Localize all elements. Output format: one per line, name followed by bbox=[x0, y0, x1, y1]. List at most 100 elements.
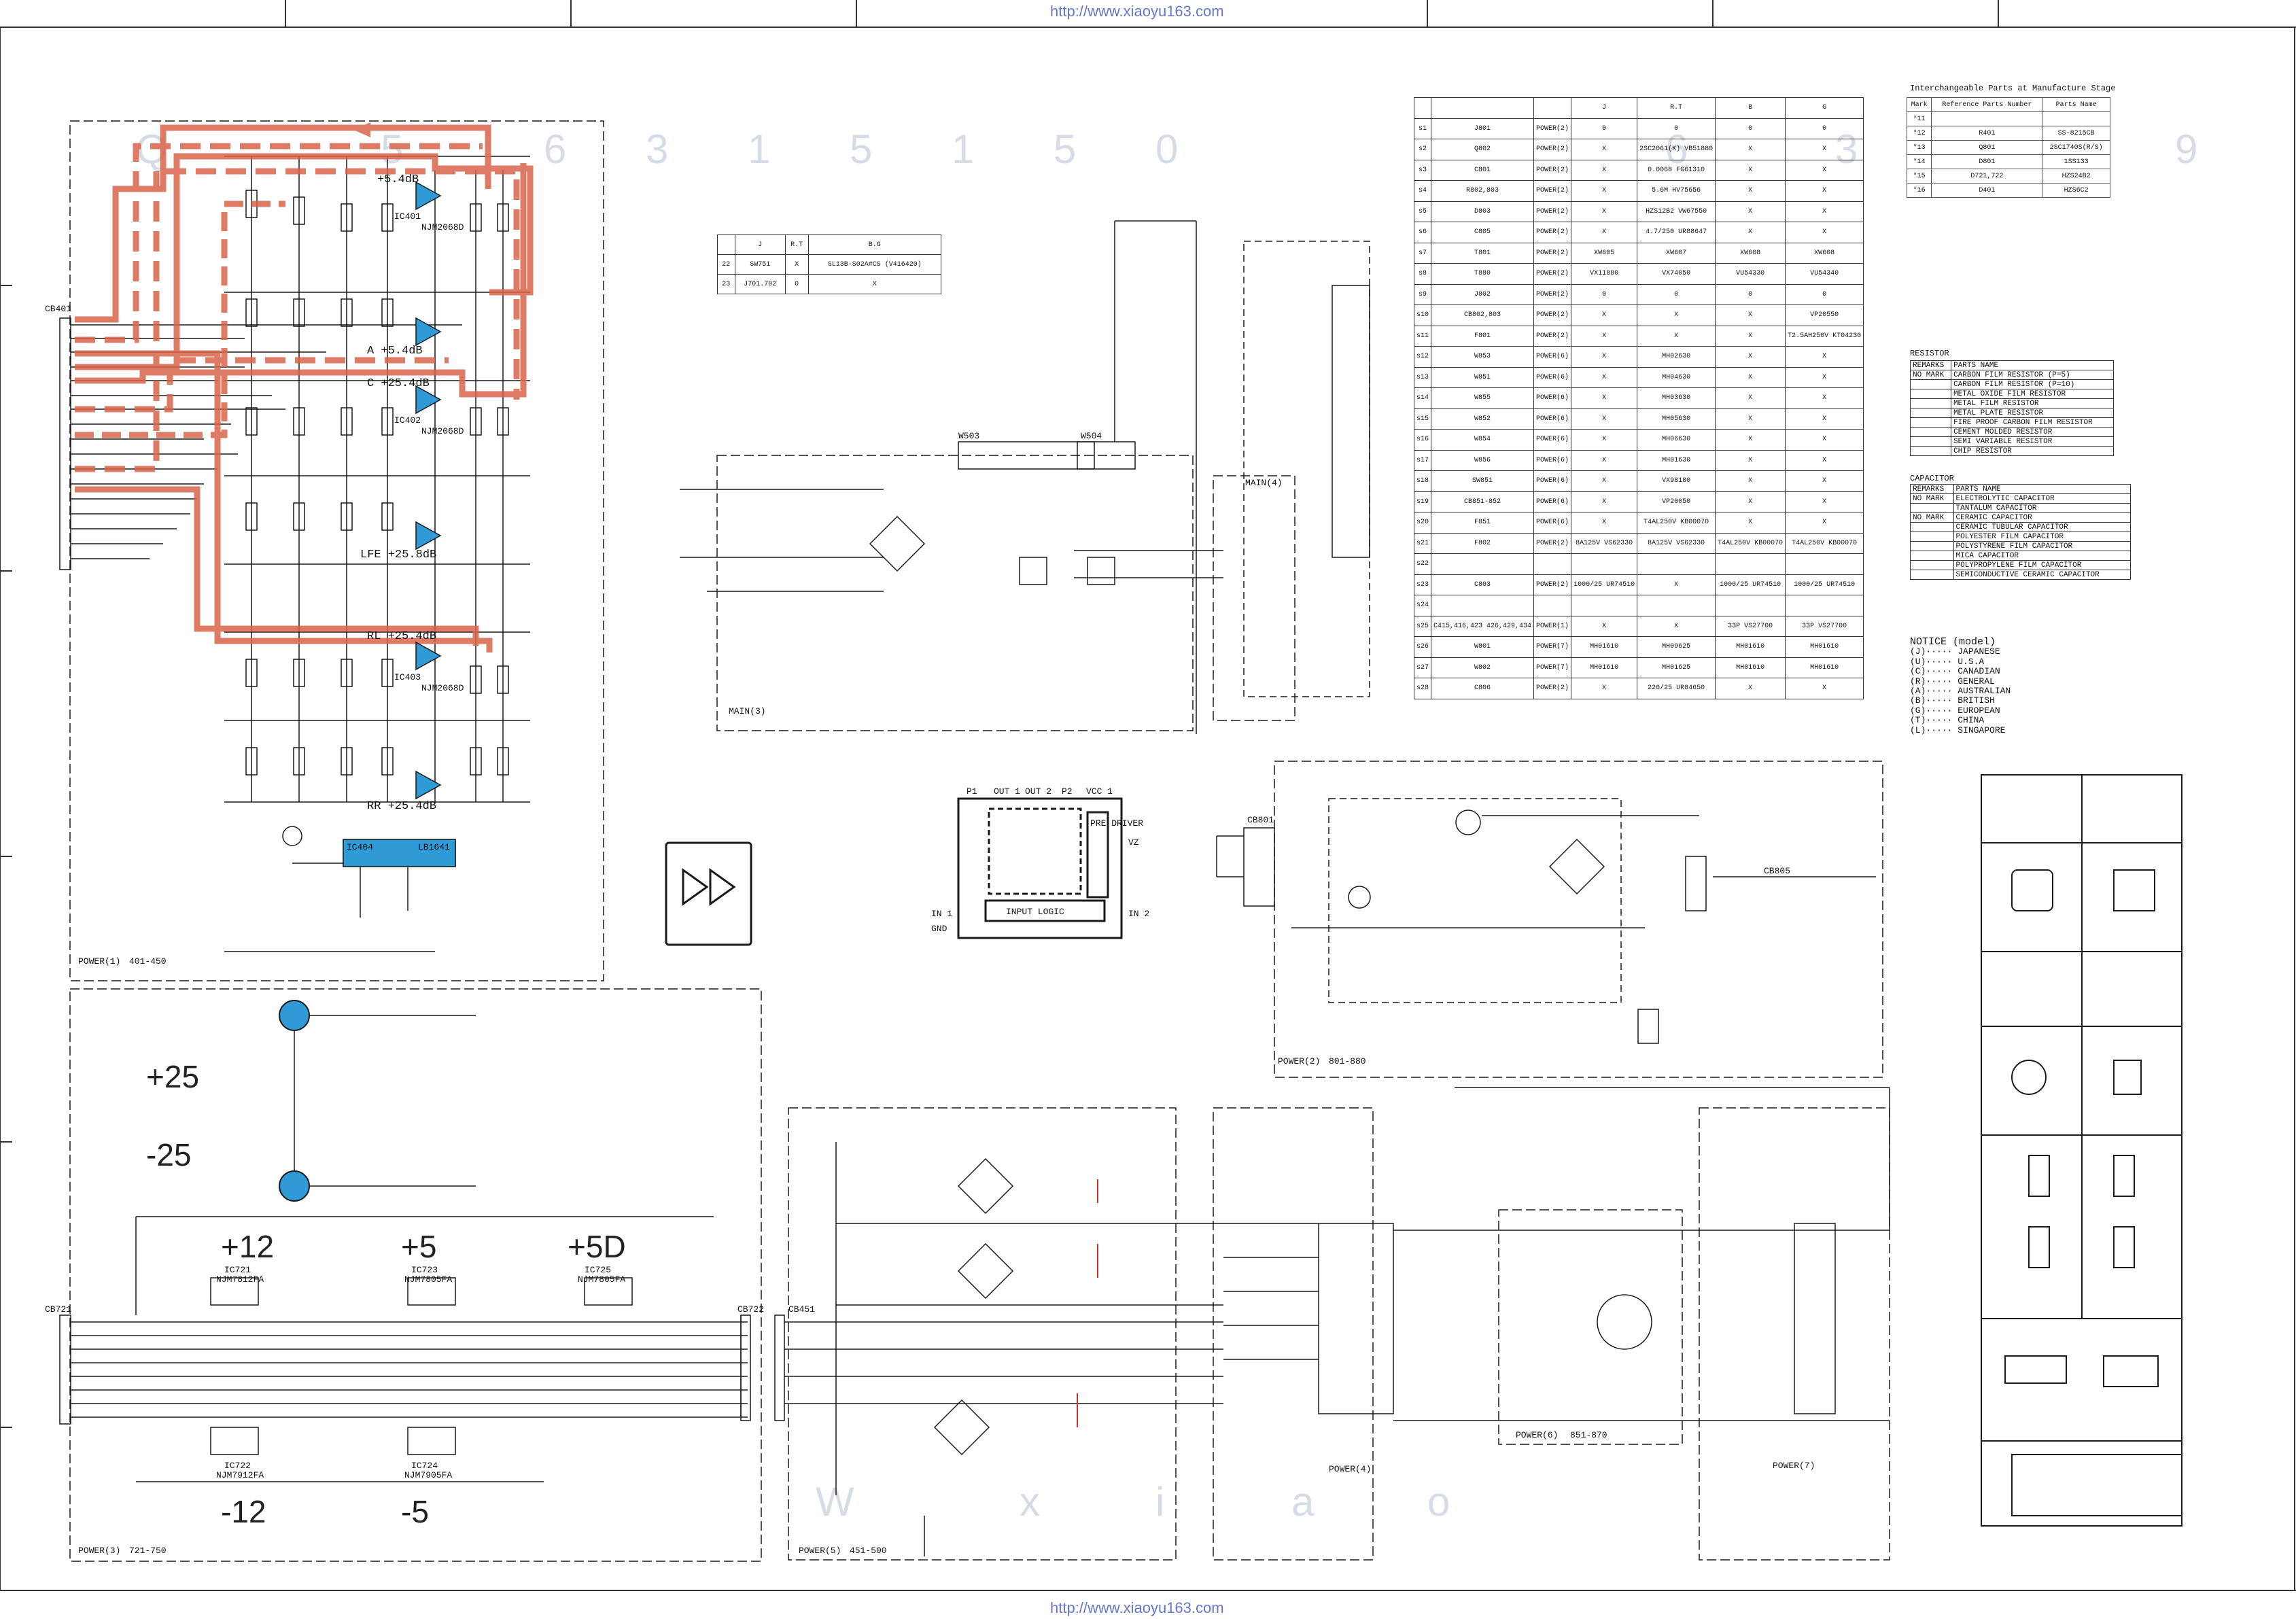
capacitor-legend-cell: PARTS NAME bbox=[1953, 484, 2132, 494]
parts-table-cell: POWER(6) bbox=[1533, 346, 1572, 368]
parts-table-cell: 1000/25 UR74510 bbox=[1571, 574, 1638, 595]
ic-label-ic723: IC723 bbox=[411, 1265, 438, 1275]
capacitor-legend-cell: POLYESTER FILM CAPACITOR bbox=[1953, 532, 2132, 542]
ic-part-ic721: NJM7812FA bbox=[216, 1274, 264, 1285]
block-range-power6: 851-870 bbox=[1570, 1430, 1607, 1440]
parts-table-cell: F851 bbox=[1431, 512, 1535, 534]
parts-table-cell: T2.5AH250V KT04230 bbox=[1785, 325, 1864, 347]
parts-table-cell: s1 bbox=[1413, 118, 1432, 139]
capacitor-legend-cell: CERAMIC CAPACITOR bbox=[1953, 512, 2132, 523]
notice-item: (G)····· EUROPEAN bbox=[1910, 705, 2000, 716]
pin-label-p1: P1 bbox=[967, 786, 977, 797]
pin-label-out1: OUT 1 bbox=[994, 786, 1020, 797]
notice-item: (A)····· AUSTRALIAN bbox=[1910, 686, 2011, 697]
parts-table-cell: POWER(6) bbox=[1533, 366, 1572, 388]
parts-table-cell: X bbox=[1785, 491, 1864, 512]
capacitor-legend-cell: MICA CAPACITOR bbox=[1953, 551, 2132, 561]
parts-table-cell: 33P VS27700 bbox=[1785, 615, 1864, 637]
channel-label-6: RR +25.4dB bbox=[367, 800, 436, 813]
capacitor-legend-cell bbox=[1910, 503, 1954, 513]
switch-table-cell: 23 bbox=[717, 274, 735, 294]
notice-item: (C)····· CANADIAN bbox=[1910, 666, 2000, 677]
resistor-legend-cell bbox=[1909, 427, 1952, 437]
notice-item: (J)····· JAPANESE bbox=[1910, 646, 2000, 657]
resistor-legend-cell: PARTS NAME bbox=[1951, 360, 2114, 370]
parts-table-cell: s4 bbox=[1413, 180, 1432, 202]
parts-table-cell: POWER(2) bbox=[1533, 180, 1572, 202]
transformer-blocks bbox=[1213, 1087, 1890, 1561]
ic-part-ic402: NJM2068D bbox=[421, 426, 464, 436]
interch-table-cell: D401 bbox=[1931, 183, 2043, 198]
switch-table-cell bbox=[717, 234, 735, 255]
ic-part-ic401: NJM2068D bbox=[421, 222, 464, 232]
parts-table-cell: POWER(2) bbox=[1533, 118, 1572, 139]
parts-table-cell: s10 bbox=[1413, 304, 1432, 326]
parts-table-cell: X bbox=[1715, 222, 1786, 243]
parts-table-cell: VU54340 bbox=[1785, 263, 1864, 285]
parts-table-cell: X bbox=[1715, 678, 1786, 699]
parts-table-cell bbox=[1533, 97, 1572, 119]
ic-part-ic724: NJM7905FA bbox=[404, 1470, 452, 1480]
interch-table-cell: *16 bbox=[1906, 183, 1932, 198]
resistor-legend-row: CARBON FILM RESISTOR (P=10) bbox=[1909, 379, 2114, 389]
parts-table-cell: s6 bbox=[1413, 222, 1432, 243]
parts-table-cell: X bbox=[1785, 222, 1864, 243]
parts-table-cell: X bbox=[1715, 387, 1786, 409]
url-bottom[interactable]: http://www.xiaoyu163.com bbox=[1050, 1599, 1224, 1616]
parts-table-cell: VX98180 bbox=[1637, 470, 1716, 492]
parts-table-cell: MH01630 bbox=[1637, 449, 1716, 471]
parts-table-cell: POWER(2) bbox=[1533, 139, 1572, 160]
interch-table-cell: 2SC1740S(R/S) bbox=[2042, 140, 2110, 155]
parts-table-cell: s7 bbox=[1413, 242, 1432, 264]
parts-table-cell: 8A125V VS62330 bbox=[1571, 532, 1638, 554]
parts-table-cell: POWER(2) bbox=[1533, 574, 1572, 595]
parts-table-cell: X bbox=[1785, 429, 1864, 451]
interch-table-cell: D801 bbox=[1931, 154, 2043, 169]
capacitor-legend-cell: REMARKS bbox=[1910, 484, 1954, 494]
channel-label-5: RL +25.4dB bbox=[367, 630, 436, 643]
parts-table-cell: X bbox=[1571, 139, 1638, 160]
interch-table-cell: *12 bbox=[1906, 126, 1932, 141]
parts-table-cell: POWER(2) bbox=[1533, 283, 1572, 305]
parts-table-cell: 33P VS27700 bbox=[1715, 615, 1786, 637]
parts-table-cell: HZS12B2 VW67550 bbox=[1637, 201, 1716, 222]
block-label-main3: MAIN(3) bbox=[729, 706, 766, 716]
capacitor-legend-cell: TANTALUM CAPACITOR bbox=[1953, 503, 2132, 513]
resistor-legend-cell: CHIP RESISTOR bbox=[1951, 446, 2114, 456]
parts-table-cell: MH01625 bbox=[1637, 657, 1716, 678]
resistor-legend-row: CEMENT MOLDED RESISTOR bbox=[1909, 427, 2114, 437]
pin-label-in1: IN 1 bbox=[931, 909, 952, 919]
notice-items: (J)····· JAPANESE(U)····· U.S.A(C)····· … bbox=[1910, 646, 2011, 735]
parts-table-cell: X bbox=[1571, 222, 1638, 243]
block-pre-driver: PRE DRIVER bbox=[1090, 818, 1143, 829]
parts-table-cell: s14 bbox=[1413, 387, 1432, 409]
url-top[interactable]: http://www.xiaoyu163.com bbox=[1050, 3, 1224, 20]
parts-table-cell: C801 bbox=[1431, 159, 1535, 181]
ic-label-ic724: IC724 bbox=[411, 1461, 438, 1471]
parts-table-cell: X bbox=[1571, 491, 1638, 512]
parts-table-cell: X bbox=[1637, 325, 1716, 347]
parts-table-cell: 0 bbox=[1637, 118, 1716, 139]
rail-label-plus5: +5 bbox=[401, 1229, 436, 1264]
parts-table-cell: POWER(2) bbox=[1533, 222, 1572, 243]
parts-table-cell bbox=[1637, 595, 1716, 616]
resistor-legend-cell bbox=[1909, 436, 1952, 447]
pin-label-vz: VZ bbox=[1128, 837, 1139, 848]
parts-table-cell bbox=[1533, 595, 1572, 616]
parts-table-cell: VP20550 bbox=[1785, 304, 1864, 326]
rail-label-minus25: -25 bbox=[146, 1137, 191, 1172]
resistor-legend-cell bbox=[1909, 408, 1952, 418]
parts-table-cell: 0 bbox=[1715, 118, 1786, 139]
connector-cb722: CB722 bbox=[737, 1304, 764, 1315]
capacitor-legend-row: POLYPROPYLENE FILM CAPACITOR bbox=[1910, 560, 2132, 570]
parts-table-cell: POWER(7) bbox=[1533, 636, 1572, 658]
parts-table-cell: POWER(2) bbox=[1533, 159, 1572, 181]
resistor-legend-cell bbox=[1909, 417, 1952, 428]
